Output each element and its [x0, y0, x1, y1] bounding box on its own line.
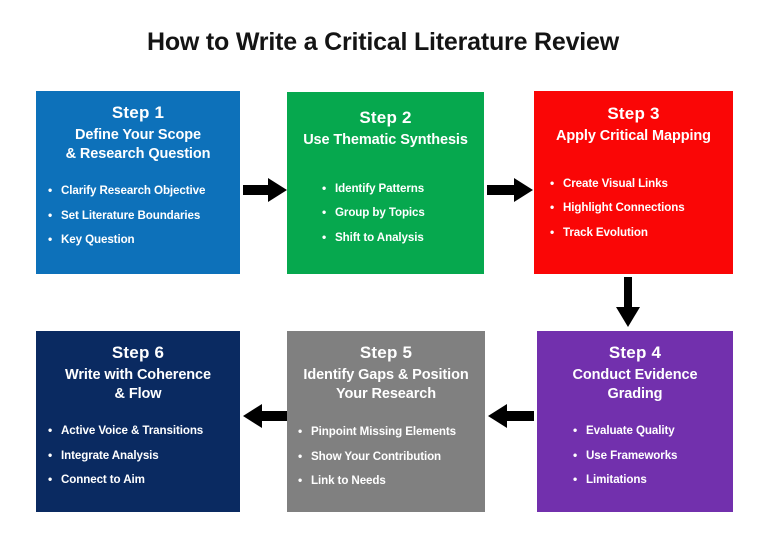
- step-3-title-line-1: Apply Critical Mapping: [556, 128, 711, 144]
- step-1-bullet-list: Clarify Research Objective Set Literatur…: [48, 184, 240, 246]
- step-5-bullet-list: Pinpoint Missing Elements Show Your Cont…: [298, 425, 485, 487]
- step-1-bullet: Key Question: [48, 233, 240, 246]
- step-6-number: Step 6: [111, 343, 165, 362]
- step-3-bullet-list: Create Visual Links Highlight Connection…: [550, 177, 733, 239]
- step-5-title-line-1: Identify Gaps & Position: [303, 367, 469, 383]
- step-5-bullet: Link to Needs: [298, 474, 485, 487]
- step-6-bullet-list: Active Voice & Transitions Integrate Ana…: [48, 424, 240, 486]
- step-4-title-line-2: Grading: [607, 385, 663, 402]
- step-card-1[interactable]: Step 1 Define Your Scope & Research Ques…: [36, 91, 240, 274]
- step-3-bullet: Create Visual Links: [550, 177, 733, 190]
- step-4-heading: Step 4 Conduct Evidence Grading: [537, 344, 733, 403]
- step-card-6[interactable]: Step 6 Write with Coherence & Flow Activ…: [36, 331, 240, 512]
- step-1-bullet: Set Literature Boundaries: [48, 209, 240, 222]
- step-card-3[interactable]: Step 3 Apply Critical Mapping Create Vis…: [534, 91, 733, 274]
- step-5-title: Identify Gaps & Position Your Research: [293, 366, 479, 403]
- step-1-title: Define Your Scope & Research Question: [42, 126, 234, 163]
- step-2-bullet: Identify Patterns: [322, 182, 484, 195]
- step-4-title: Conduct Evidence Grading: [543, 366, 727, 403]
- arrow-left-icon: [243, 404, 287, 428]
- step-1-heading: Step 1 Define Your Scope & Research Ques…: [36, 104, 240, 163]
- step-6-title-line-2: & Flow: [114, 385, 162, 402]
- step-3-number: Step 3: [607, 104, 660, 123]
- step-5-number: Step 5: [359, 343, 413, 362]
- step-2-title-line-1: Use Thematic Synthesis: [303, 132, 468, 148]
- step-5-title-line-2: Your Research: [336, 385, 436, 402]
- step-3-bullet: Track Evolution: [550, 226, 733, 239]
- arrow-left-icon: [488, 404, 534, 428]
- step-card-5[interactable]: Step 5 Identify Gaps & Position Your Res…: [287, 331, 485, 512]
- step-1-title-line-2: & Research Question: [65, 145, 211, 162]
- step-4-bullet: Limitations: [573, 473, 733, 486]
- step-1-number: Step 1: [111, 103, 165, 122]
- step-6-bullet: Integrate Analysis: [48, 449, 240, 462]
- step-3-heading: Step 3 Apply Critical Mapping: [534, 105, 733, 146]
- step-5-bullet: Pinpoint Missing Elements: [298, 425, 485, 438]
- step-2-bullet: Group by Topics: [322, 206, 484, 219]
- step-2-number: Step 2: [359, 108, 412, 127]
- step-card-4[interactable]: Step 4 Conduct Evidence Grading Evaluate…: [537, 331, 733, 512]
- step-4-title-line-1: Conduct Evidence: [572, 367, 698, 383]
- page-title: How to Write a Critical Literature Revie…: [146, 28, 619, 56]
- step-4-bullet: Evaluate Quality: [573, 424, 733, 437]
- step-2-title: Use Thematic Synthesis: [293, 131, 478, 150]
- arrow-right-icon: [487, 178, 533, 202]
- step-3-title: Apply Critical Mapping: [540, 127, 727, 146]
- step-2-heading: Step 2 Use Thematic Synthesis: [287, 109, 484, 150]
- step-1-bullet: Clarify Research Objective: [48, 184, 240, 197]
- step-4-bullet: Use Frameworks: [573, 449, 733, 462]
- step-card-2[interactable]: Step 2 Use Thematic Synthesis Identify P…: [287, 92, 484, 274]
- step-2-bullet-list: Identify Patterns Group by Topics Shift …: [322, 182, 484, 244]
- step-6-title-line-1: Write with Coherence: [65, 367, 211, 383]
- step-6-bullet: Connect to Aim: [48, 473, 240, 486]
- arrow-right-icon: [243, 178, 287, 202]
- step-6-heading: Step 6 Write with Coherence & Flow: [36, 344, 240, 403]
- step-4-bullet-list: Evaluate Quality Use Frameworks Limitati…: [573, 424, 733, 486]
- step-4-number: Step 4: [608, 343, 662, 362]
- step-6-bullet: Active Voice & Transitions: [48, 424, 240, 437]
- step-6-title: Write with Coherence & Flow: [42, 366, 234, 403]
- step-1-title-line-1: Define Your Scope: [75, 127, 201, 143]
- step-3-bullet: Highlight Connections: [550, 201, 733, 214]
- step-5-heading: Step 5 Identify Gaps & Position Your Res…: [287, 344, 485, 403]
- step-5-bullet: Show Your Contribution: [298, 450, 485, 463]
- step-2-bullet: Shift to Analysis: [322, 231, 484, 244]
- arrow-down-icon: [616, 277, 640, 327]
